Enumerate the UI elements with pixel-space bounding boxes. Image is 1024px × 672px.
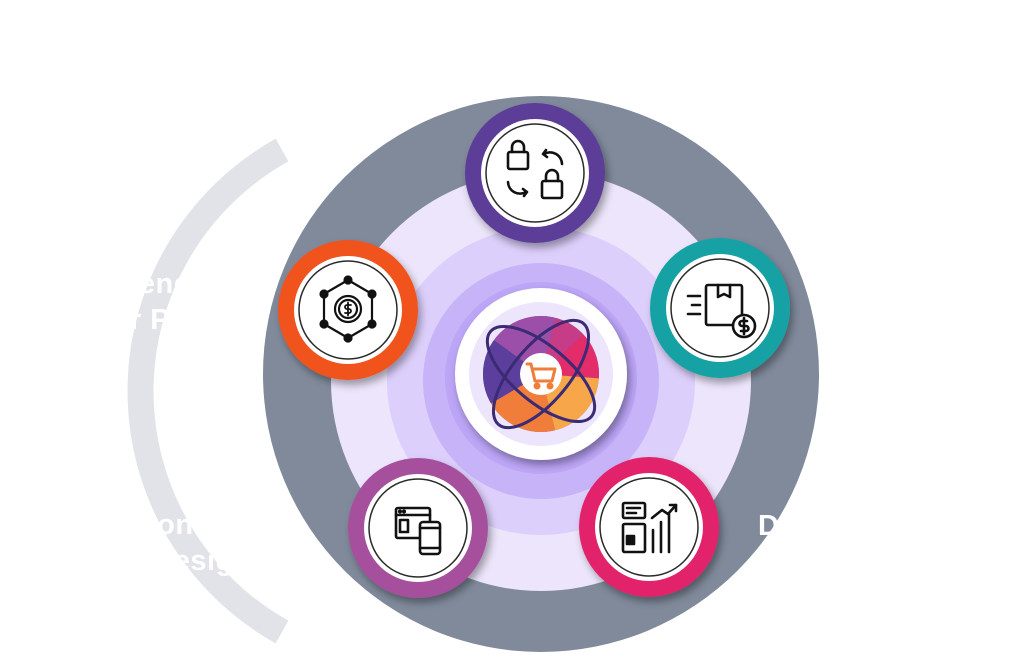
- responsive-devices-icon: [394, 506, 442, 556]
- label-responsive-line2: Store Design: [67, 545, 252, 577]
- label-digital-line1: Digital Shelf: [758, 510, 933, 542]
- ghost-ring: [127, 138, 289, 644]
- label-vendor-line1: Vendor &: [120, 268, 252, 300]
- shopping-cart-icon: [525, 362, 557, 390]
- dollar-network-icon: [319, 275, 377, 343]
- label-vendor-line2: Supplier Pricing: [21, 304, 252, 336]
- lock-exchange-icon: [506, 139, 564, 200]
- label-b2b-line1: B2B Account: [448, 6, 636, 38]
- node-shipping[interactable]: [650, 238, 790, 378]
- analytics-chart-icon: [621, 501, 678, 554]
- node-responsive[interactable]: [348, 458, 488, 598]
- package-payment-icon: [686, 283, 757, 339]
- node-vendor[interactable]: [278, 240, 418, 380]
- label-shipping-line2: & Payment: [842, 296, 997, 328]
- label-shipping: Shipping & Payment Integration: [842, 258, 1024, 366]
- label-b2b-line2: Management: [450, 42, 634, 74]
- label-responsive-line1: Responsive: [84, 509, 252, 541]
- label-b2b: B2B Account Management: [392, 4, 692, 76]
- label-digital-line2: Analytics: [758, 546, 892, 578]
- label-responsive: Responsive Store Design: [20, 507, 252, 579]
- node-b2b[interactable]: [465, 103, 605, 243]
- label-shipping-line3: Integration: [842, 332, 998, 364]
- node-digital[interactable]: [579, 457, 719, 597]
- label-vendor: Vendor & Supplier Pricing: [0, 266, 252, 338]
- center-logo: [455, 288, 627, 460]
- label-digital: Digital Shelf Analytics: [758, 508, 998, 580]
- label-shipping-line1: Shipping: [842, 260, 971, 292]
